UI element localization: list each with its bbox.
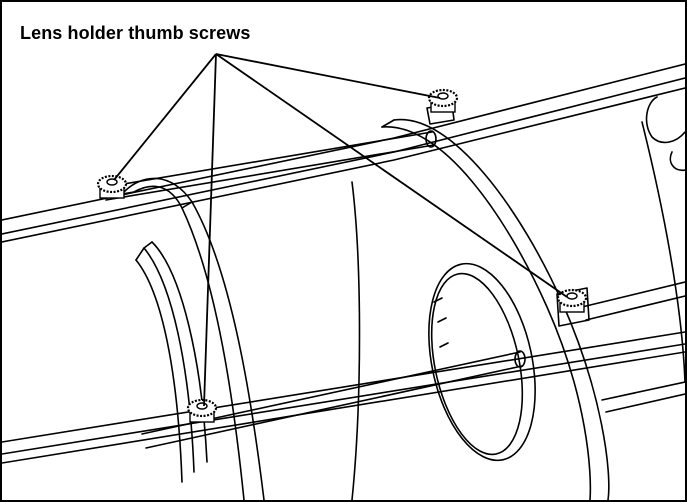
thumb-screw-top-center xyxy=(427,88,459,113)
thumb-screw-bottom-left xyxy=(186,398,218,423)
leader-line-right xyxy=(215,53,568,298)
right-rail xyxy=(581,281,685,413)
focuser-knob xyxy=(645,96,685,172)
leader-line-bottom-left xyxy=(203,53,217,407)
tube-body xyxy=(351,121,685,500)
thumb-screw-right xyxy=(556,288,588,313)
lens-aperture xyxy=(428,262,536,462)
thumb-screw-top-left xyxy=(96,174,128,199)
lower-back-rail xyxy=(2,331,685,464)
front-lens xyxy=(135,241,208,483)
leader-line-top-center xyxy=(215,53,441,99)
upper-back-rail xyxy=(2,63,685,243)
callout-label: Lens holder thumb screws xyxy=(20,23,251,43)
leader-line-top-left xyxy=(113,53,217,181)
callout-leader-lines xyxy=(113,53,568,407)
